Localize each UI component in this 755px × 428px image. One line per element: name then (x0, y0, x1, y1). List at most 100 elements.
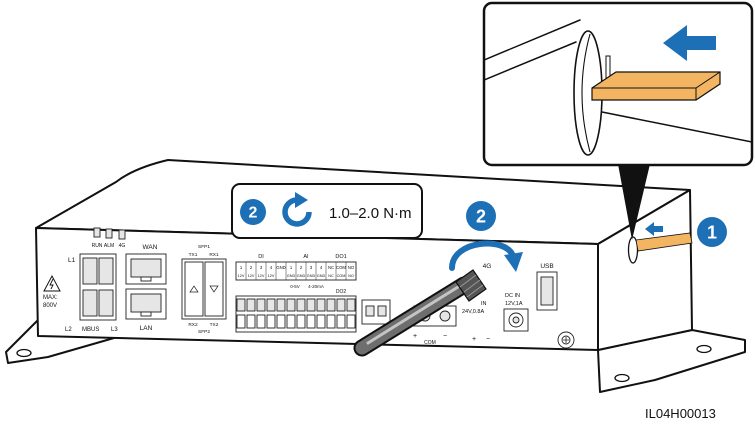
sim-card (635, 232, 693, 252)
tx2-label: TX2 (210, 322, 219, 328)
left-bracket-hole (16, 348, 32, 358)
io-terminal-screw (256, 314, 266, 329)
io-terminal-slot (326, 298, 336, 312)
do-pin-nc: NC (328, 265, 334, 270)
power-terminal-slot (98, 257, 114, 285)
dc-in-jack-pin (512, 316, 520, 324)
zoom-sim-card (591, 71, 721, 101)
led-alm (105, 228, 113, 239)
high-voltage-bolt-icon (49, 278, 54, 290)
antenna-base (455, 269, 487, 302)
di-title: DI (258, 254, 264, 260)
tx1-label: TX1 (189, 252, 198, 258)
power-out-in-label: IN (481, 301, 487, 307)
dc-in-rating: 12V,1A (505, 301, 523, 307)
ai-row2-4: GND (317, 274, 326, 278)
ai-row2-2: GND (297, 274, 306, 278)
di-row2-4: 12V (268, 274, 275, 278)
do-row2-com: COM (337, 274, 346, 278)
io-terminal-slot (276, 298, 286, 312)
rx1-label: RX1 (209, 252, 219, 258)
io-terminal-screw (266, 314, 276, 329)
rotation-arrow-head (504, 252, 523, 272)
io-terminal-slot (296, 298, 306, 312)
lan-jack-latch (140, 311, 152, 317)
power-label-l1: L1 (68, 257, 76, 264)
rx2-label: RX2 (188, 322, 198, 328)
ai-pin-2: 2 (300, 265, 303, 270)
torque-value: 1.0–2.0 N·m (329, 205, 412, 222)
di-pin-2: 2 (250, 265, 253, 270)
ai-range-voltage: 0-5V (290, 284, 300, 289)
indicator-label-alm: ALM (104, 243, 114, 249)
sfp-rx-arrow-icon (209, 285, 219, 293)
sfp-slot (204, 261, 224, 317)
torque-callout-frame (231, 183, 423, 239)
right-bracket-hole (696, 344, 712, 354)
do-pin-com: COM (336, 265, 346, 270)
insert-arrow-small (645, 222, 663, 236)
power-terminal-slot (98, 289, 114, 317)
do2-title: DO2 (336, 289, 347, 295)
ai-pin-4: 4 (320, 265, 323, 270)
right-bracket-hole (614, 373, 630, 383)
polarity-plus-1: + (413, 333, 417, 340)
di-row2-2: 12V (248, 274, 255, 278)
io-terminal-screw (296, 314, 306, 329)
sfp-tx-arrow-icon (189, 285, 199, 293)
step-marker-antenna-number: 2 (476, 207, 486, 227)
zoom-device-edge-bottom (601, 111, 752, 143)
polarity-minus-2: − (486, 336, 490, 343)
di-row2-1: 12V (238, 274, 245, 278)
lan-jack (130, 293, 162, 313)
torque-step-number: 2 (249, 205, 258, 222)
led-run (93, 227, 101, 238)
ai-pin-1: 1 (290, 265, 293, 270)
di-pin-3: 3 (260, 265, 263, 270)
io-terminal-slot (266, 298, 276, 312)
io-terminal-screw (236, 314, 246, 329)
io-terminal-screw (346, 314, 356, 329)
di-pin-1: 1 (240, 265, 243, 270)
rotate-clockwise-icon (282, 197, 312, 227)
wan-jack-latch (140, 276, 152, 282)
do1-title: DO1 (335, 254, 346, 260)
step-marker-sim (697, 217, 727, 247)
power-out-rating: 24V,0.8A (462, 309, 484, 315)
io-terminal-screw (276, 314, 286, 329)
sfp1-label: SFP1 (198, 244, 210, 250)
polarity-plus-2: + (472, 336, 476, 343)
io-terminal-screw (336, 314, 346, 329)
do-pin-no: NO (348, 265, 355, 270)
torque-step-marker (240, 199, 266, 225)
io-terminal-screw (316, 314, 326, 329)
zoom-device-edge-top (484, 19, 581, 61)
io-terminal-slot (236, 298, 246, 312)
rotation-arrow (449, 240, 516, 271)
step-marker-antenna (466, 201, 496, 231)
usb-port-socket (540, 276, 554, 306)
di-row2-3: 12V (258, 274, 265, 278)
warning-triangle-icon (43, 274, 61, 292)
sfp2-label: SFP2 (198, 329, 210, 335)
figure-code: IL04H00013 (645, 406, 716, 421)
led-4g (118, 229, 126, 240)
zoom-sim-card-edge (592, 71, 721, 100)
io-terminal-screw (246, 314, 256, 329)
io-terminal-strip-frame (235, 295, 357, 333)
step-marker-sim-number: 1 (707, 223, 717, 243)
sfp-slot (184, 261, 204, 317)
ai-row2-3: GND (307, 274, 316, 278)
zoom-device-edge-chamfer (484, 41, 577, 81)
power-terminal-slot (82, 289, 98, 317)
usb-label: USB (540, 263, 553, 270)
rotate-clockwise-icon-head (295, 192, 308, 208)
lan-label: LAN (140, 325, 153, 332)
io-terminal-slot (256, 298, 266, 312)
io-terminal-slot (336, 298, 346, 312)
ai-row2-1: GND (287, 274, 296, 278)
io-terminal-screw (326, 314, 336, 329)
zoom-sim-slot-inner (581, 33, 591, 153)
di-pin-gnd: GND (276, 265, 285, 270)
